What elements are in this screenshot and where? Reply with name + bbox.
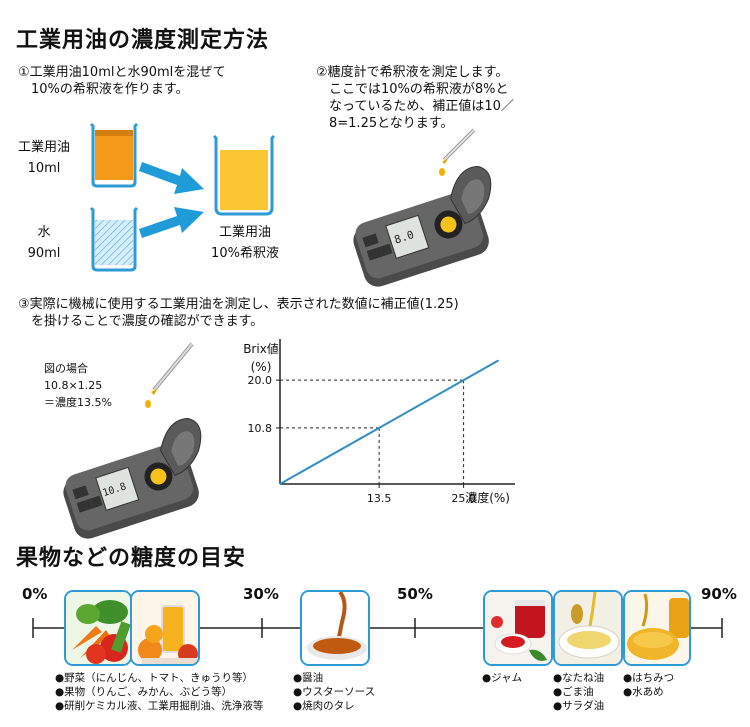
step2-text: ②糖度計で希釈液を測定します。 ここでは10%の希釈液が8%と なっているため、… <box>316 64 514 132</box>
sauce-photo <box>300 590 370 666</box>
arrow-right-icon <box>139 162 204 194</box>
vegetables-photo <box>64 590 132 666</box>
chart-xtick-label-1: 25.0 <box>451 492 476 505</box>
example-text: 図の場合 10.8×1.25 ＝濃度13.5% <box>44 362 112 410</box>
oil-photo <box>553 590 623 666</box>
scale-label-50: 50% <box>397 585 433 603</box>
step2-line2: ここでは10%の希釈液が8%と <box>329 82 509 97</box>
group-sauce-item-1: ●醤油 <box>293 672 324 684</box>
result-label: 工業用油 <box>218 225 271 240</box>
step2-line4: 8=1.25となります。 <box>329 116 454 131</box>
oil-label-block: 工業用油 10ml <box>14 139 74 177</box>
group-sauce-list: ●醤油 ●ウスターソース ●焼肉のタレ <box>293 671 375 713</box>
mixing-illustration <box>89 122 276 272</box>
chart-ylabel: Brix値 (%) <box>238 340 284 376</box>
section-title-sugar-guide: 果物などの糖度の目安 <box>16 546 247 571</box>
result-beaker-icon <box>212 134 276 216</box>
group-sauce-item-2: ●ウスターソース <box>293 686 376 698</box>
example-line3: ＝濃度13.5% <box>44 396 112 409</box>
group-low-item-1: ●野菜（にんじん、トマト、きゅうり等） <box>55 672 253 684</box>
chart-ytick-label-1: 20.0 <box>248 374 273 387</box>
water-label: 水 <box>37 225 51 240</box>
group-oil-item-1: ●なたね油 <box>553 672 605 684</box>
scale-label-30: 30% <box>243 585 279 603</box>
chart-xlabel: 濃度(%) <box>465 490 510 505</box>
step1-line1: ①工業用油10mlと水90mlを混ぜて <box>18 65 226 80</box>
group-low-item-2: ●果物（りんご、みかん、ぶどう等） <box>55 686 233 698</box>
chart-ylabel-line1: Brix値 <box>243 342 279 356</box>
step1-text: ①工業用油10mlと水90mlを混ぜて 10%の希釈液を作ります。 <box>18 64 226 98</box>
dropper-icon <box>439 128 476 176</box>
group-oil-item-2: ●ごま油 <box>553 686 594 698</box>
group-oil-item-3: ●サラダ油 <box>553 700 605 712</box>
section-title-measurement: 工業用油の濃度測定方法 <box>16 28 270 53</box>
group-jam-list: ●ジャム <box>482 671 522 685</box>
chart-series-line <box>279 359 500 485</box>
result-amount: 10%希釈液 <box>211 246 279 261</box>
group-jam-item-1: ●ジャム <box>482 672 523 684</box>
oil-label: 工業用油 <box>17 140 70 155</box>
chart-xtick-label-0: 13.5 <box>367 492 392 505</box>
group-oil-list: ●なたね油 ●ごま油 ●サラダ油 <box>553 671 604 713</box>
scale-label-90: 90% <box>701 585 737 603</box>
step3-line1: ③実際に機械に使用する工業用油を測定し、表示された数値に補正値(1.25) <box>18 297 459 312</box>
svg-text:8.0: 8.0 <box>393 228 416 247</box>
water-amount: 90ml <box>27 246 61 261</box>
honey-photo <box>623 590 691 666</box>
chart-ytick-label-0: 10.8 <box>248 422 273 435</box>
step3-text: ③実際に機械に使用する工業用油を測定し、表示された数値に補正値(1.25) を掛… <box>18 296 459 330</box>
chart-ylabel-line2: (%) <box>250 360 272 374</box>
step2-line1: ②糖度計で希釈液を測定します。 <box>316 65 509 80</box>
refractometer-icon-2: 10.8 <box>63 418 202 539</box>
jam-photo <box>483 590 553 666</box>
arrow-right-icon-2 <box>139 207 204 238</box>
oil-amount: 10ml <box>27 161 61 176</box>
scale-label-0: 0% <box>22 585 48 603</box>
step1-line2: 10%の希釈液を作ります。 <box>31 82 189 97</box>
dropper-icon-2 <box>145 342 194 408</box>
juice-photo <box>130 590 200 666</box>
example-line1: 図の場合 <box>44 362 88 375</box>
group-low-item-3: ●研削ケミカル液、工業用掘削油、洗浄液等 <box>55 700 264 712</box>
water-label-block: 水 90ml <box>14 224 74 262</box>
step2-line3: なっているため、補正値は10／ <box>329 99 514 114</box>
group-sauce-item-3: ●焼肉のタレ <box>293 700 355 712</box>
group-honey-item-2: ●水あめ <box>623 686 664 698</box>
group-low-list: ●野菜（にんじん、トマト、きゅうり等） ●果物（りんご、みかん、ぶどう等） ●研… <box>55 671 263 713</box>
result-label-block: 工業用油 10%希釈液 <box>200 224 290 262</box>
group-honey-item-1: ●はちみつ <box>623 672 675 684</box>
oil-beaker-icon <box>89 122 139 188</box>
example-line2: 10.8×1.25 <box>44 379 103 392</box>
refractometer-icon: 8.0 <box>353 166 492 287</box>
step3-line2: を掛けることで濃度の確認ができます。 <box>31 314 264 329</box>
brix-chart: 10.8 13.5 20.0 25.0濃度(%) <box>248 339 515 505</box>
group-honey-list: ●はちみつ ●水あめ <box>623 671 674 699</box>
water-beaker-icon <box>89 206 139 272</box>
